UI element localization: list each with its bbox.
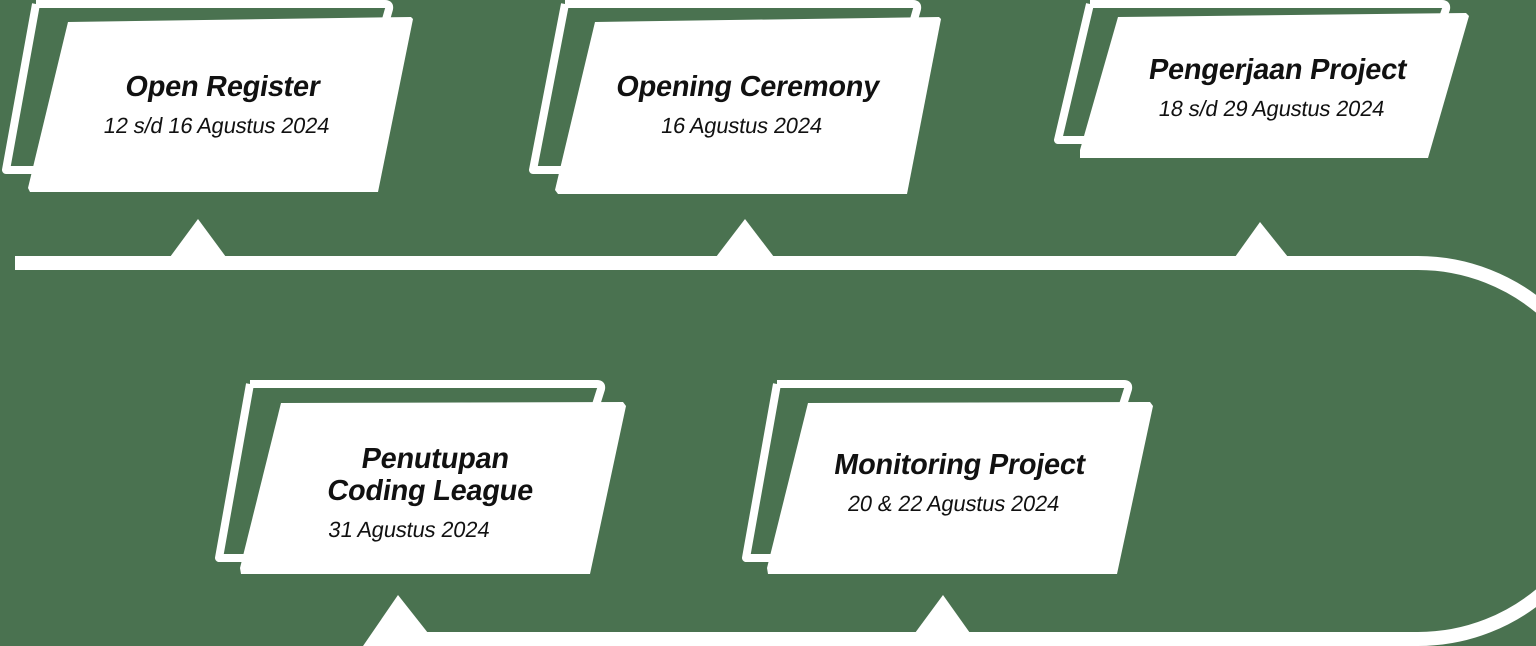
event-title: Penutupan Coding League (325, 443, 541, 507)
event-date: 12 s/d 16 Agustus 2024 (101, 113, 332, 138)
pointer-icon (1235, 222, 1288, 257)
timeline-card-monitoring-project: Monitoring Project 20 & 22 Agustus 2024 (732, 378, 1153, 574)
timeline-card-penutupan-coding-league: Penutupan Coding League 31 Agustus 2024 (205, 378, 626, 574)
timeline-card-open-register: Open Register 12 s/d 16 Agustus 2024 (0, 0, 413, 196)
card-shape (1054, 0, 1469, 158)
card-shape (215, 380, 626, 574)
card-shape (529, 0, 941, 194)
pointer-icon (716, 219, 774, 257)
event-title: Pengerjaan Project (1146, 54, 1410, 86)
timeline-card-pengerjaan-project: Pengerjaan Project 18 s/d 29 Agustus 202… (1050, 0, 1469, 196)
timeline-card-opening-ceremony: Opening Ceremony 16 Agustus 2024 (525, 0, 941, 196)
pointer-icon (915, 595, 970, 633)
event-date: 31 Agustus 2024 (326, 517, 492, 542)
pointer-icon (170, 219, 226, 257)
card-shape (2, 0, 413, 192)
card-shape (742, 380, 1153, 574)
event-date: 18 s/d 29 Agustus 2024 (1156, 96, 1387, 121)
event-date: 16 Agustus 2024 (659, 113, 825, 138)
event-title-line2: Coding League (325, 475, 536, 507)
pointer-icon (363, 595, 428, 646)
event-title: Monitoring Project (831, 449, 1088, 481)
event-date: 20 & 22 Agustus 2024 (846, 491, 1062, 516)
event-title: Open Register (123, 71, 323, 103)
event-title: Opening Ceremony (613, 71, 882, 103)
event-title-line1: Penutupan (359, 443, 512, 475)
